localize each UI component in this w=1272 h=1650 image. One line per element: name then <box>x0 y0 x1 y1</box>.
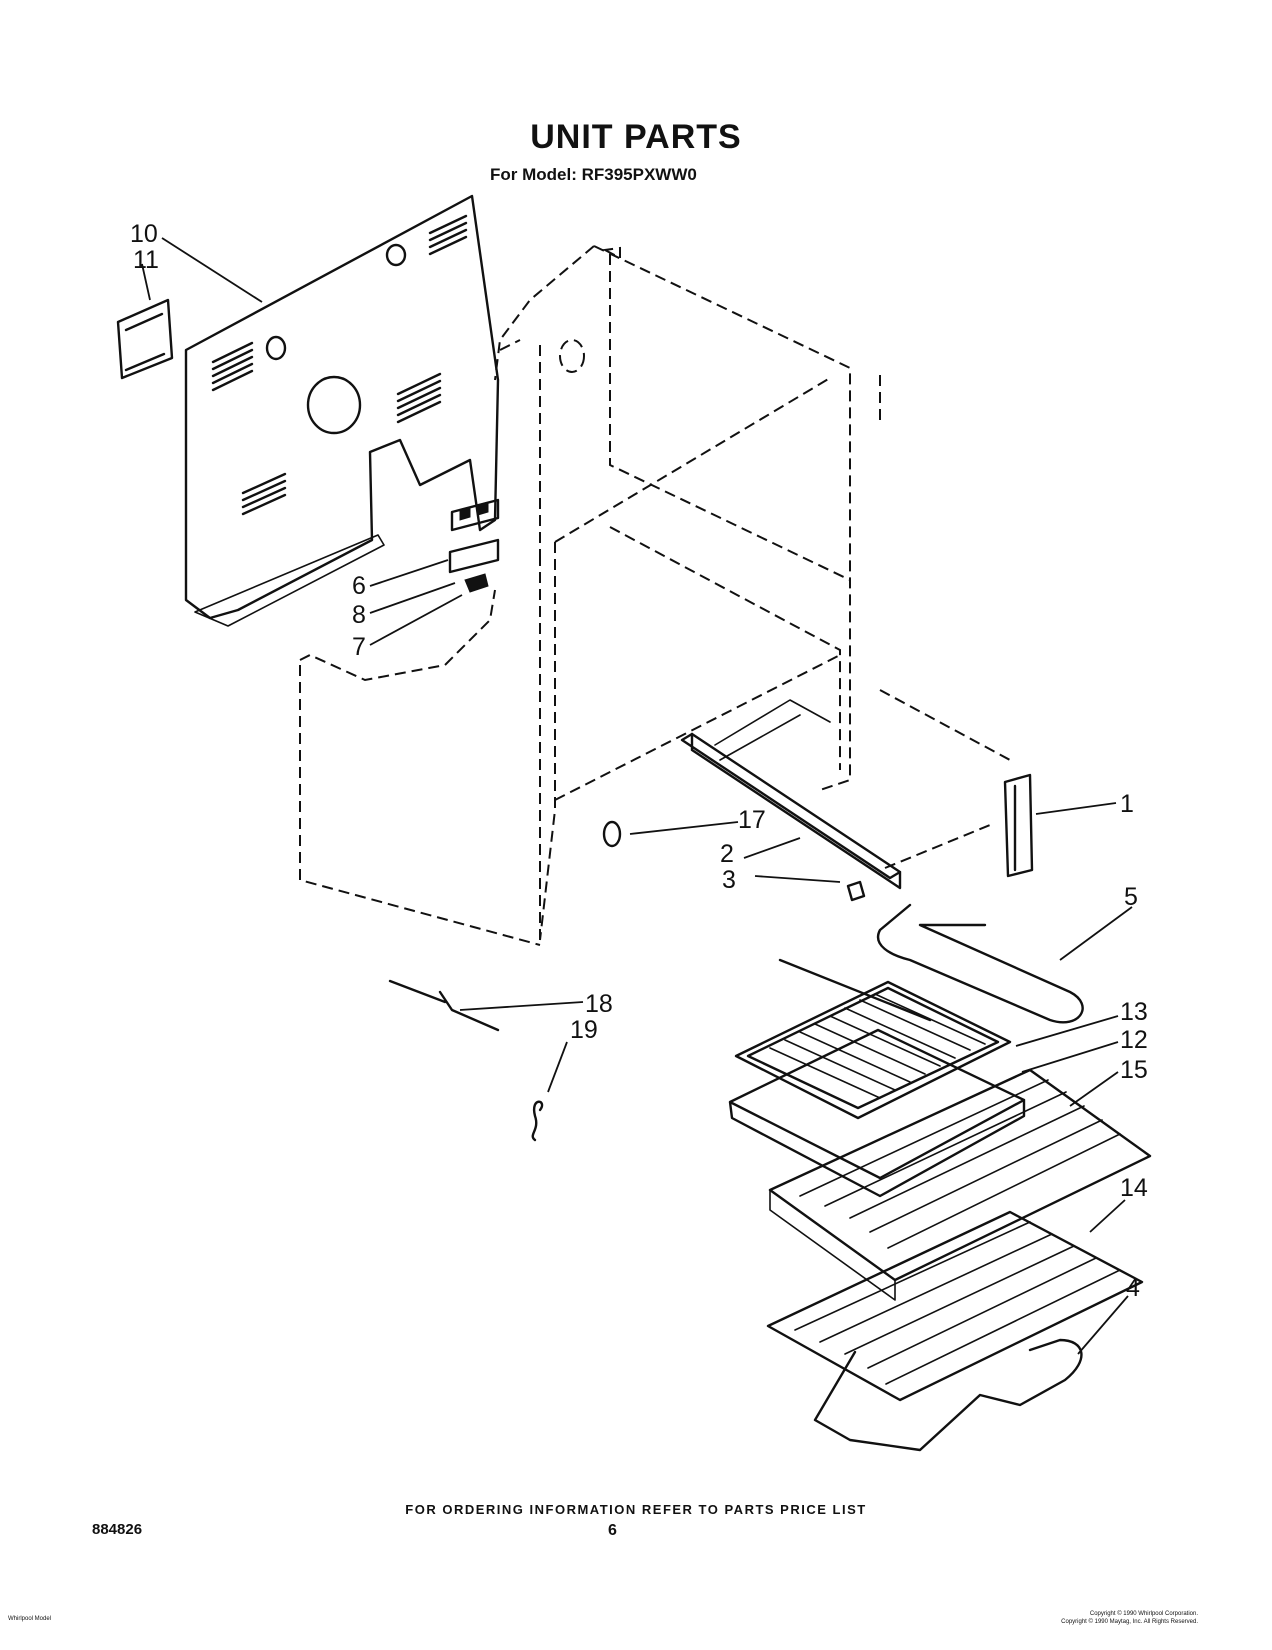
callout-11: 11 <box>133 246 159 274</box>
hinge-clip <box>464 573 489 593</box>
callout-14: 14 <box>1120 1174 1148 1202</box>
callout-19: 19 <box>570 1016 598 1044</box>
broiler-grid <box>734 980 1012 1120</box>
leader-lines <box>141 237 1133 1355</box>
hinge-receptacle <box>448 538 500 574</box>
ordering-note: FOR ORDERING INFORMATION REFER TO PARTS … <box>405 1502 867 1517</box>
grommet <box>602 820 622 848</box>
wire-cover-bracket <box>116 298 174 380</box>
callout-13: 13 <box>1120 998 1148 1026</box>
copyright-line-2: Copyright © 1990 Maytag, Inc. All Rights… <box>1061 1619 1198 1625</box>
callout-6: 6 <box>352 572 366 600</box>
page-title: UNIT PARTS <box>530 118 742 156</box>
callout-7: 7 <box>352 633 366 661</box>
page-number: 6 <box>608 1522 617 1539</box>
clip <box>846 880 866 902</box>
callout-10: 10 <box>130 220 158 248</box>
document-number: 884826 <box>92 1521 143 1538</box>
callout-5: 5 <box>1124 883 1138 911</box>
callout-12: 12 <box>1120 1026 1148 1054</box>
oven-rack-lower <box>766 1210 1144 1402</box>
cabinet-outline <box>299 245 1011 946</box>
vent-slots <box>211 214 468 516</box>
oven-rack <box>768 1068 1152 1282</box>
callout-15: 15 <box>1120 1056 1148 1084</box>
copyright-line-1: Copyright © 1990 Whirlpool Corporation. <box>1089 1611 1198 1617</box>
callout-17: 17 <box>738 806 766 834</box>
callout-4: 4 <box>1126 1274 1140 1302</box>
callout-labels: 10 11 6 8 7 1 17 2 3 5 18 19 13 12 15 14… <box>130 220 1148 1302</box>
callout-1: 1 <box>1120 790 1134 818</box>
hole <box>265 335 287 361</box>
hole <box>385 243 407 267</box>
temperature-sensor <box>388 979 500 1032</box>
model-subtitle: For Model: RF395PXWW0 <box>490 165 697 184</box>
model-footnote: Whirlpool Model <box>8 1616 52 1622</box>
bake-element <box>813 1338 1083 1452</box>
callout-2: 2 <box>720 840 734 868</box>
clip <box>531 1100 544 1142</box>
copyright-notice: Copyright © 1990 Whirlpool Corporation. … <box>1061 1610 1198 1626</box>
callout-8: 8 <box>352 601 366 629</box>
broiler-pan <box>728 1028 1026 1198</box>
bottom-rail <box>680 732 902 890</box>
callout-3: 3 <box>722 866 736 894</box>
side-bracket <box>1003 773 1034 878</box>
round-opening <box>306 375 362 435</box>
callout-18: 18 <box>585 990 613 1018</box>
broil-element <box>778 903 1084 1024</box>
rear-panel <box>184 194 500 627</box>
